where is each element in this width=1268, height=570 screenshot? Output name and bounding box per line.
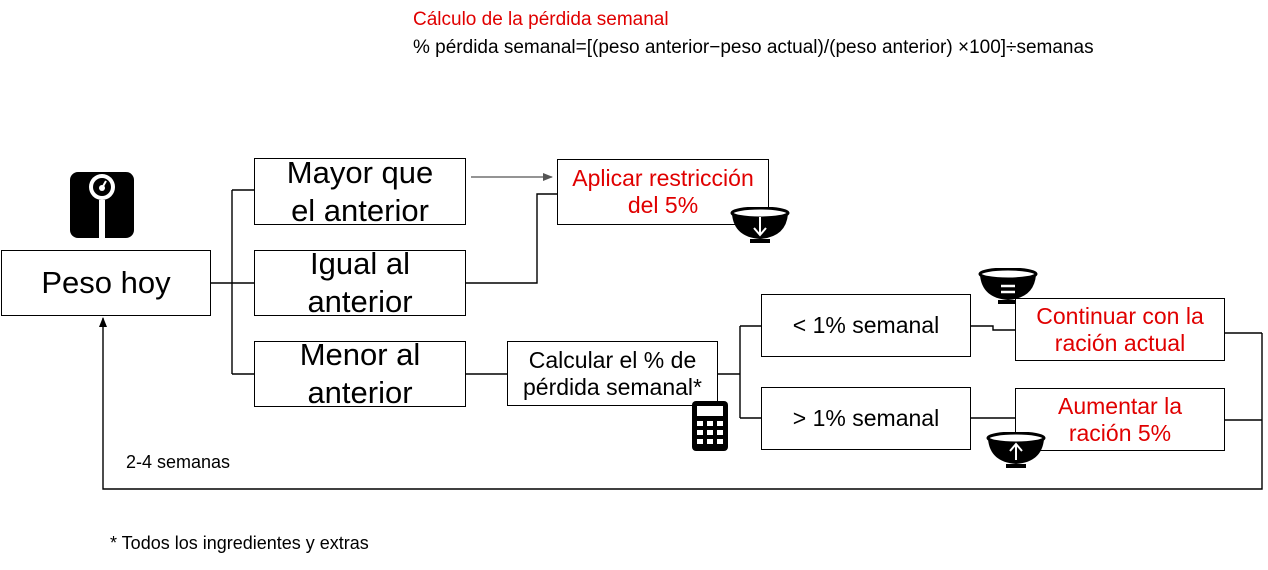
mayor-label-line1: Mayor que (286, 154, 434, 190)
igual-box: Igual al anterior (254, 246, 466, 319)
loop-label: 2-4 semanas (126, 452, 231, 472)
igual-label-line2: anterior (307, 284, 413, 319)
continuar-box: Continuar con la ración actual (1015, 298, 1225, 361)
peso-hoy-box: Peso hoy (1, 250, 211, 316)
aumentar-label-line2: ración 5% (1068, 419, 1172, 446)
calcular-label-line1: Calcular el % de (528, 346, 697, 373)
calcular-box: Calcular el % de pérdida semanal* (507, 341, 718, 406)
menos-1-box: < 1% semanal (761, 294, 971, 357)
connector-menos1-continuar (971, 325, 1015, 331)
menor-label-line2: anterior (307, 375, 413, 410)
loop-return-line (99, 317, 1263, 490)
mayor-box: Mayor que el anterior (254, 155, 466, 228)
menos-1-label: < 1% semanal (792, 312, 940, 338)
igual-label-line1: Igual al (310, 246, 410, 281)
continuar-label-line2: ración actual (1054, 329, 1186, 356)
calculator-icon (692, 401, 728, 451)
menor-box: Menor al anterior (254, 337, 466, 410)
footnote: * Todos los ingredientes y extras (110, 533, 369, 553)
formula-text: % pérdida semanal=[(peso anterior−peso a… (413, 37, 1094, 58)
aumentar-box: Aumentar la ración 5% (1015, 388, 1225, 451)
bowl-equal-icon (978, 268, 1038, 304)
restriccion-label-line1: Aplicar restricción (572, 165, 754, 191)
continuar-label-line1: Continuar con la (1036, 302, 1204, 329)
bowl-up-icon (986, 432, 1046, 468)
calcular-label-line2: pérdida semanal* (522, 373, 702, 400)
peso-hoy-label: Peso hoy (41, 265, 171, 300)
connector-igual-restriccion (466, 193, 557, 284)
restriccion-label-line2: del 5% (627, 192, 699, 218)
mas-1-box: > 1% semanal (761, 387, 971, 450)
restriccion-box: Aplicar restricción del 5% (557, 159, 769, 225)
mayor-label-line2: el anterior (291, 192, 429, 228)
aumentar-label-line1: Aumentar la (1057, 392, 1182, 419)
formula-title: Cálculo de la pérdida semanal (413, 9, 669, 30)
scale-icon (70, 172, 134, 238)
menor-label-line1: Menor al (299, 337, 421, 372)
mas-1-label: > 1% semanal (792, 405, 940, 431)
bowl-down-icon (730, 207, 790, 243)
